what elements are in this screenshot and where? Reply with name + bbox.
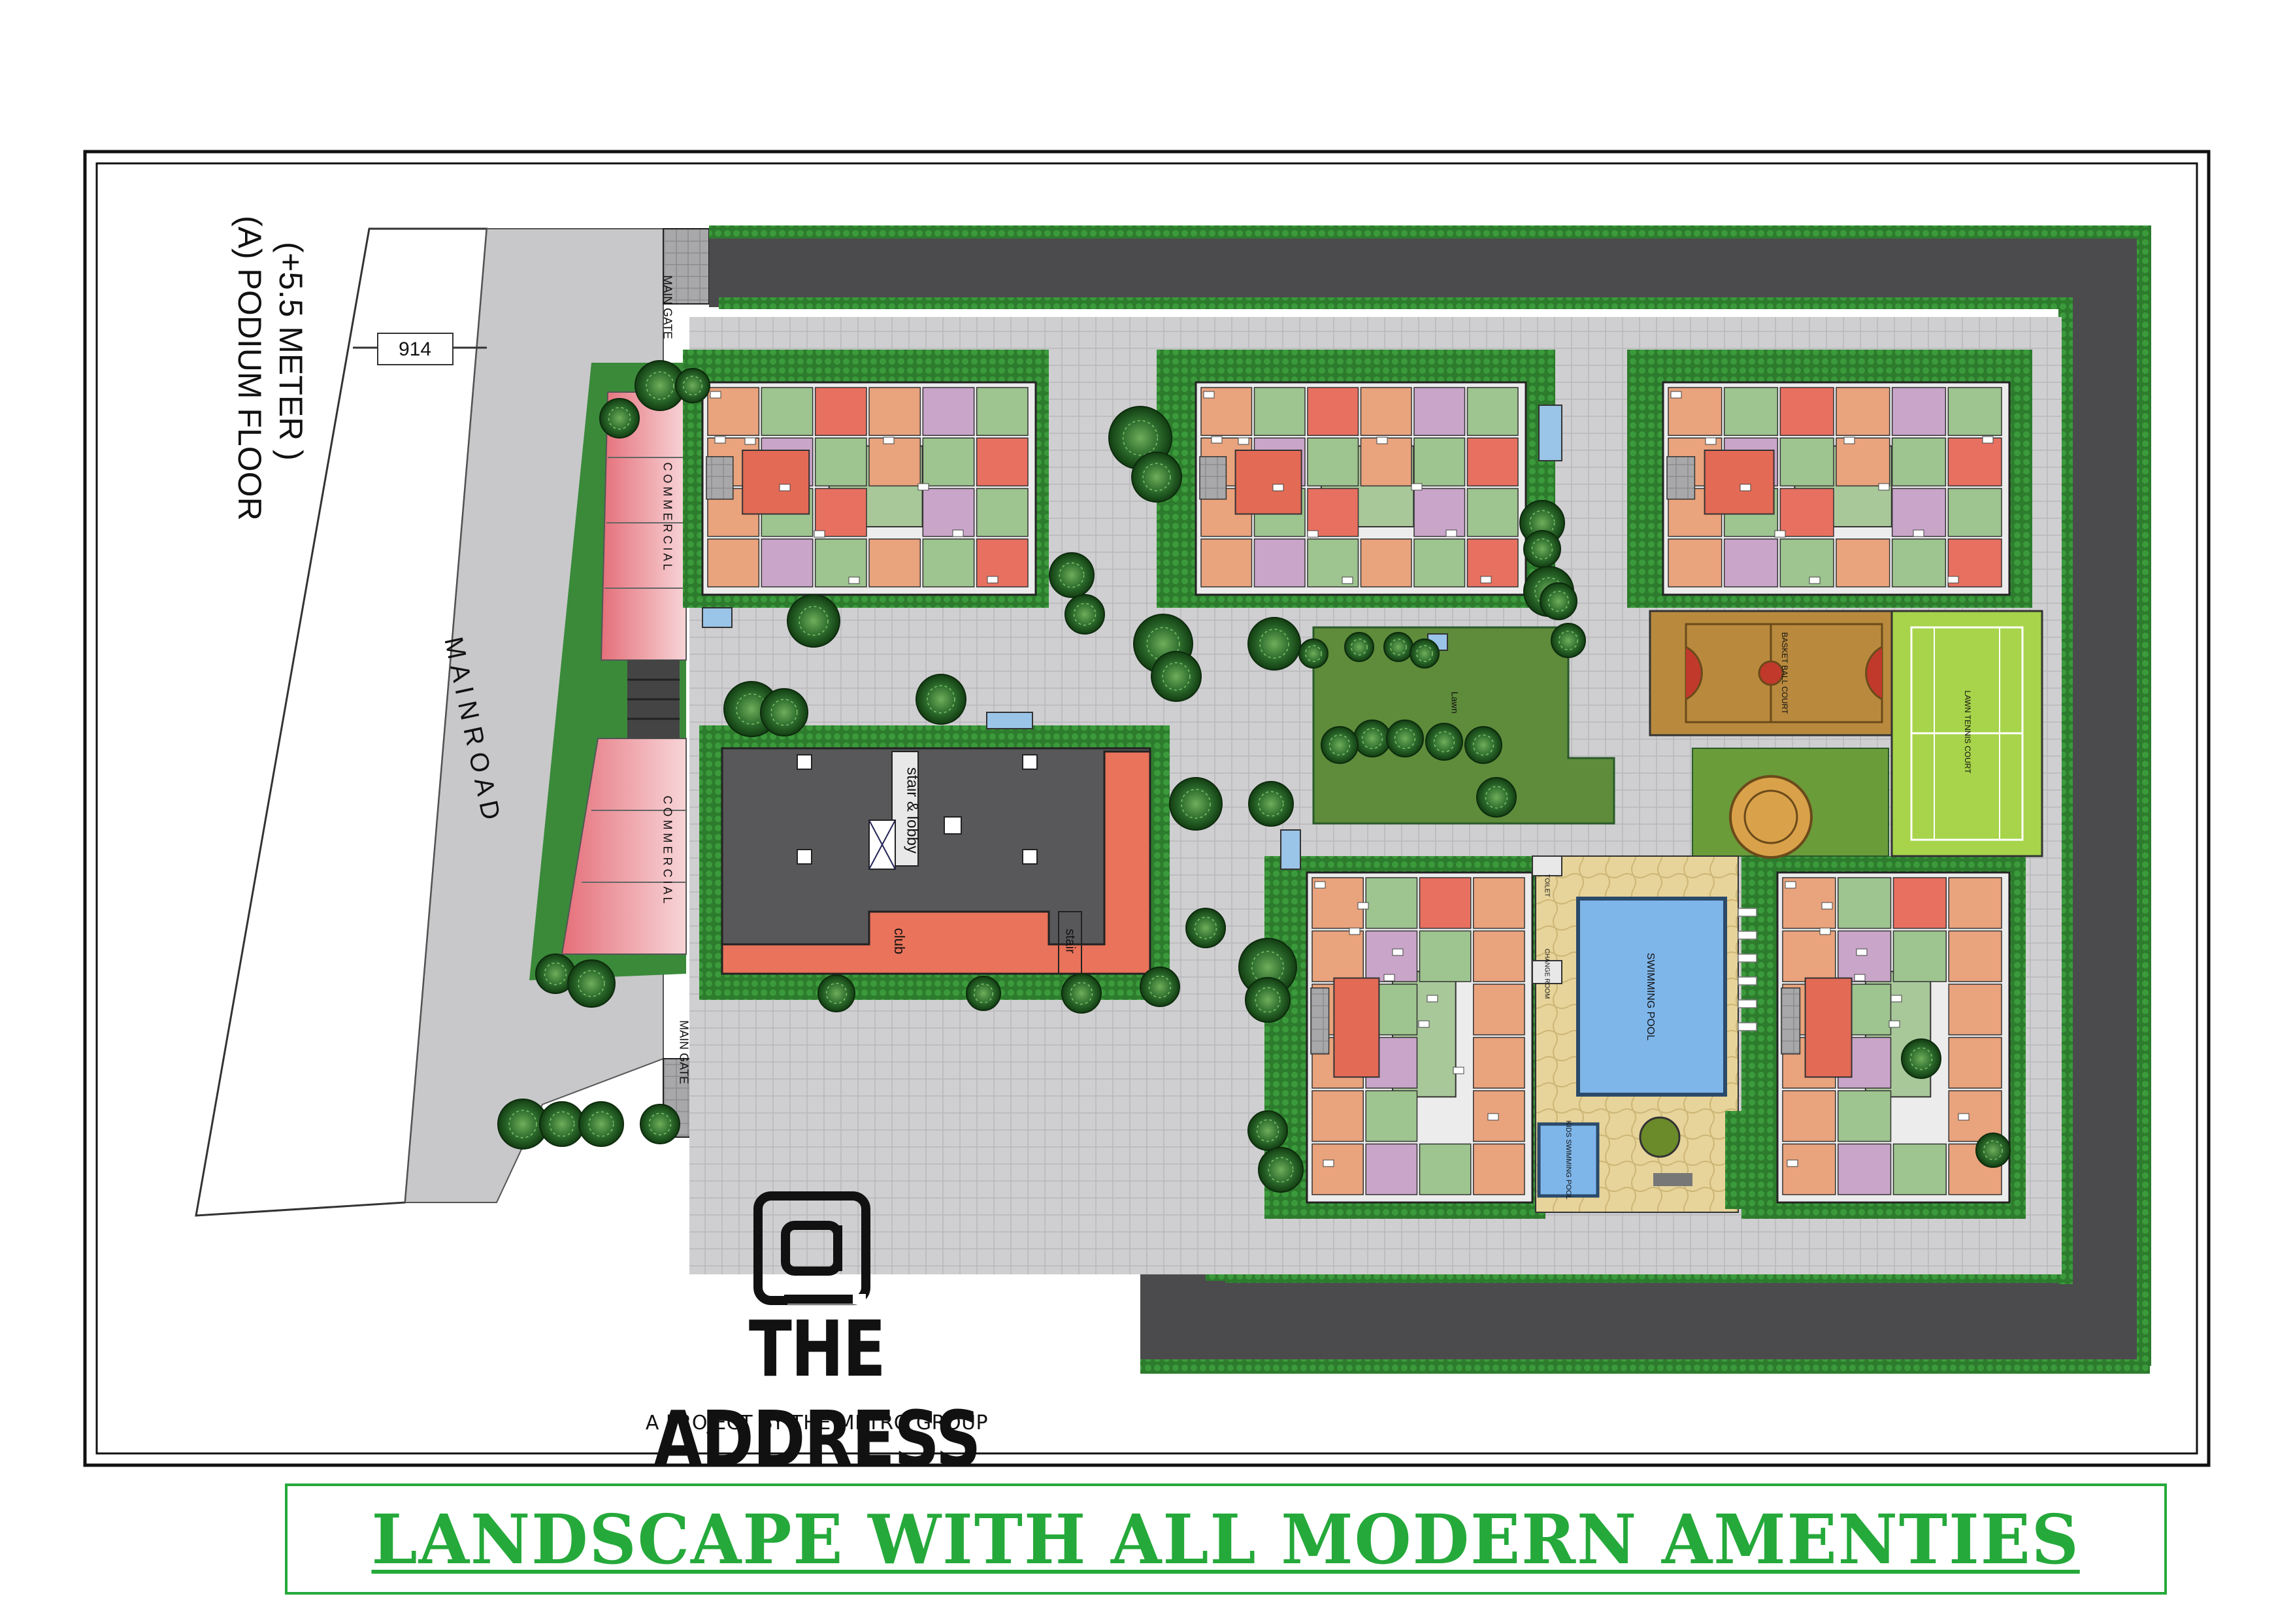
tree-icon: [1247, 1110, 1288, 1151]
tree-icon: [599, 398, 640, 439]
tree-icon: [1185, 908, 1226, 948]
tree-icon: [1425, 723, 1463, 761]
stair-lobby: [891, 751, 919, 867]
outer-frame: [83, 150, 2211, 1467]
tree-icon: [1247, 617, 1301, 671]
podium-title-line2: (+5.5 METER ): [272, 242, 309, 461]
stair-lobby-label: stair & lobby: [904, 767, 921, 853]
tree-icon: [1061, 973, 1102, 1014]
basketball-label: BASKET BALL COURT: [1780, 632, 1789, 714]
banner-text: LANDSCAPE WITH ALL MODERN AMENTIES: [371, 1499, 2081, 1580]
tree-icon: [535, 953, 576, 994]
tree-icon: [1140, 967, 1180, 1007]
tree-icon: [1540, 582, 1577, 620]
tree-icon: [675, 368, 710, 403]
tree-icon: [1169, 777, 1223, 831]
podium-title-line1: (A) PODIUM FLOOR: [231, 216, 268, 521]
towers: [701, 381, 2011, 1204]
trees: [497, 360, 2011, 1193]
tree-icon: [1131, 452, 1182, 503]
residential-tower: [701, 381, 1037, 596]
tree-icon: [1344, 632, 1374, 662]
tree-icon: [1551, 623, 1586, 658]
tree-icon: [1049, 552, 1095, 598]
inner-frame: [95, 162, 2198, 1455]
tree-icon: [1298, 638, 1328, 669]
tree-icon: [1410, 638, 1440, 669]
brand-name: THE ADDRESS: [653, 1304, 981, 1484]
tree-icon: [1151, 651, 1202, 702]
gate-label-bottom: MAIN GATE: [677, 1020, 690, 1084]
swimming-pool: [1576, 897, 1727, 1097]
top-hedge: [709, 225, 2150, 239]
tree-icon: [760, 688, 808, 737]
gate-top: [663, 228, 710, 305]
tree-icon: [1248, 781, 1294, 827]
tree-icon: [640, 1104, 680, 1144]
change-room-label: CHANGE ROOM: [1543, 949, 1550, 999]
tree-icon: [578, 1101, 624, 1147]
tree-icon: [1258, 1147, 1304, 1193]
lawn-label: Lawn: [1449, 691, 1460, 713]
brand-tagline: A PROJECT BY THE METRO GROUP: [645, 1412, 989, 1434]
podium-title-rotated: (A) PODIUM FLOOR (+5.5 METER ): [231, 216, 309, 521]
stair-label: stair: [1063, 929, 1078, 953]
tree-icon: [817, 974, 855, 1012]
commercial-label-2: C O M M E R C I A L: [661, 795, 674, 903]
tree-icon: [1386, 720, 1424, 757]
tree-icon: [1321, 726, 1359, 764]
tree-icon: [1064, 594, 1105, 635]
tree-icon: [916, 674, 966, 725]
swimming-pool-label: SWIMMING POOL: [1645, 953, 1656, 1040]
club-label: club: [891, 928, 908, 954]
commercial-label-1: C O M M E R C I A L: [661, 462, 674, 570]
tree-icon: [1383, 632, 1413, 662]
tree-icon: [1523, 530, 1561, 568]
kids-pool-label: KIDS SWIMMING POOL: [1564, 1120, 1572, 1199]
tree-icon: [539, 1101, 585, 1147]
tree-icon: [787, 594, 840, 648]
brand-logo: THE ADDRESS A PROJECT BY THE METRO GROUP: [562, 1189, 1072, 1484]
toilet-label: TOILET: [1543, 874, 1550, 897]
banner: LANDSCAPE WITH ALL MODERN AMENTIES: [285, 1483, 2167, 1595]
kids-pool: [1537, 1122, 1600, 1198]
residential-tower: [1306, 871, 1534, 1204]
plot-number: 914: [399, 339, 431, 360]
tree-icon: [1476, 777, 1517, 818]
tree-icon: [1245, 977, 1291, 1023]
tree-icon: [966, 976, 1001, 1011]
residential-tower: [1776, 871, 2011, 1204]
tree-icon: [1901, 1038, 1941, 1079]
residential-tower: [1195, 381, 1527, 596]
gate-label-top: MAIN GATE: [661, 275, 674, 339]
tree-icon: [1975, 1133, 2011, 1168]
at-logo-icon: [753, 1191, 870, 1305]
tree-icon: [1464, 726, 1502, 764]
tree-icon: [567, 959, 616, 1008]
tennis-label: LAWN TENNIS COURT: [1963, 690, 1972, 774]
tree-icon: [1353, 720, 1391, 757]
residential-tower: [1662, 381, 2011, 596]
podium-title: (A) PODIUM FLOOR (+5.5 METER ): [216, 216, 309, 686]
plot-number-box: [377, 333, 454, 365]
